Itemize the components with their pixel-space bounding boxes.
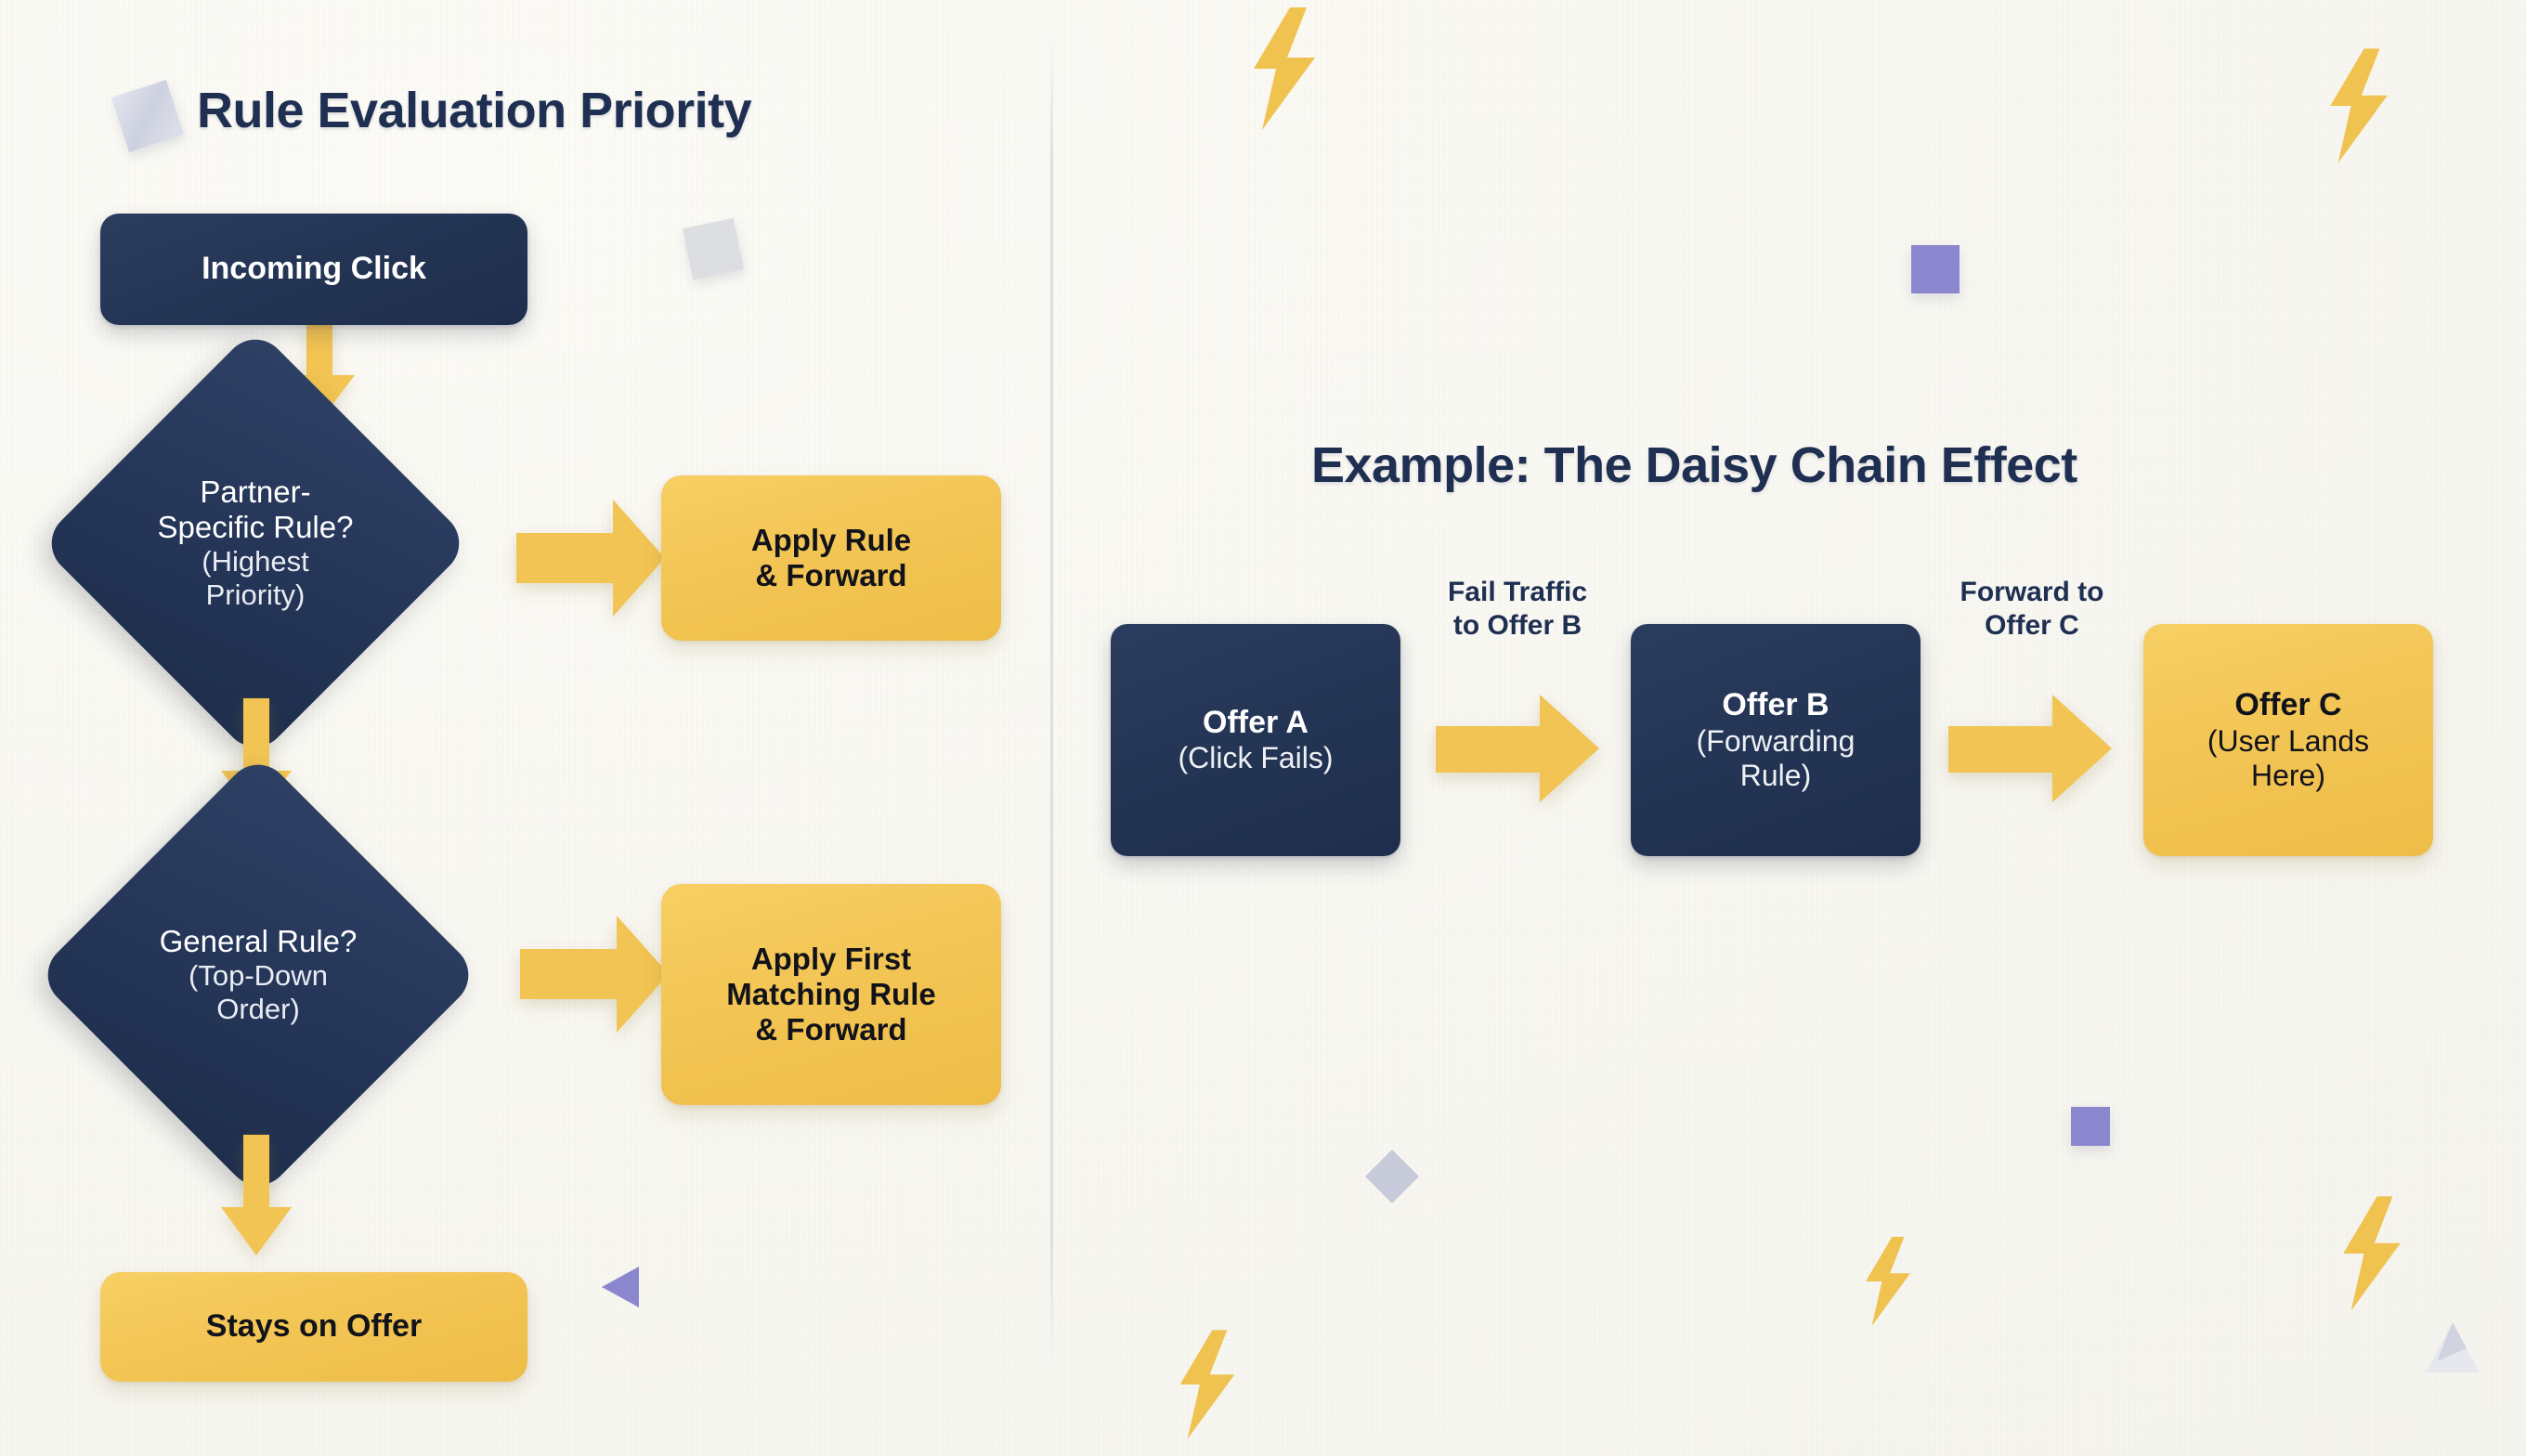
node-incoming-click-label: Incoming Click: [202, 251, 426, 287]
offer-c-line-3: Here): [2250, 758, 2325, 792]
partner-line-3: (Highest: [202, 545, 309, 578]
node-offer-a[interactable]: Offer A (Click Fails): [1111, 624, 1400, 856]
offer-c-line-1: Offer C: [2234, 687, 2342, 723]
node-partner-specific-rule[interactable]: Partner- Specific Rule? (Highest Priorit…: [38, 326, 473, 760]
general-line-2: (Top-Down: [189, 959, 328, 993]
panel-divider: [1050, 33, 1053, 1371]
decorative-triangle-gray: [2426, 1322, 2480, 1372]
offer-b-line-3: Rule): [1739, 758, 1812, 792]
node-apply-first-matching-rule[interactable]: Apply First Matching Rule & Forward: [661, 884, 1001, 1105]
node-stays-on-offer[interactable]: Stays on Offer: [100, 1272, 527, 1382]
left-panel-title: Rule Evaluation Priority: [197, 83, 752, 138]
node-general-rule-text: General Rule? (Top-Down Order): [100, 817, 416, 1133]
decorative-diamond-gray: [1365, 1150, 1419, 1203]
lightning-bolt-icon-5: [1179, 1330, 1235, 1439]
partner-line-1: Partner-: [200, 474, 311, 510]
apply-rule-line-1: Apply Rule: [750, 522, 912, 557]
apply-first-line-3: & Forward: [755, 1012, 907, 1047]
arrow-general-to-apply-first: [520, 916, 669, 1033]
edge-label-forward-to-offer-c: Forward to Offer C: [1960, 577, 2104, 641]
node-offer-b[interactable]: Offer B (Forwarding Rule): [1631, 624, 1921, 856]
decorative-square-light-2: [682, 217, 745, 280]
lightning-bolt-icon-4: [2343, 1196, 2401, 1311]
partner-line-2: Specific Rule?: [157, 510, 354, 545]
arrow-general-to-stays: [221, 1135, 292, 1255]
apply-first-line-1: Apply First: [750, 941, 912, 976]
arrow-partner-to-apply-rule: [516, 500, 665, 617]
apply-first-line-2: Matching Rule: [726, 976, 936, 1011]
decorative-square-purple-1: [1911, 245, 1960, 293]
node-general-rule[interactable]: General Rule? (Top-Down Order): [34, 751, 482, 1199]
partner-line-4: Priority): [205, 578, 306, 611]
lightning-bolt-icon-1: [1254, 7, 1315, 130]
apply-rule-line-2: & Forward: [755, 558, 907, 592]
edge-label-fail-traffic: Fail Traffic to Offer B: [1447, 577, 1588, 641]
decorative-square-purple-2: [2071, 1107, 2110, 1146]
offer-c-line-2: (User Lands: [2207, 723, 2370, 758]
node-partner-specific-rule-text: Partner- Specific Rule? (Highest Priorit…: [102, 390, 409, 696]
node-stays-on-offer-label: Stays on Offer: [205, 1308, 423, 1345]
decorative-triangle-purple: [602, 1267, 639, 1307]
offer-b-line-1: Offer B: [1722, 687, 1829, 723]
lightning-bolt-icon-2: [2330, 48, 2388, 163]
general-line-3: Order): [216, 992, 300, 1025]
general-line-1: General Rule?: [159, 924, 358, 959]
node-incoming-click[interactable]: Incoming Click: [100, 214, 527, 325]
offer-a-line-1: Offer A: [1203, 704, 1309, 740]
arrow-offer-a-to-offer-b: [1436, 695, 1599, 802]
right-panel-title: Example: The Daisy Chain Effect: [1311, 437, 2077, 493]
lightning-bolt-icon-3: [1866, 1237, 1910, 1326]
offer-a-line-2: (Click Fails): [1178, 741, 1334, 775]
node-apply-rule-forward[interactable]: Apply Rule & Forward: [661, 475, 1001, 641]
offer-b-line-2: (Forwarding: [1696, 723, 1855, 758]
node-offer-c[interactable]: Offer C (User Lands Here): [2143, 624, 2433, 856]
decorative-square-light-1: [111, 79, 185, 153]
arrow-offer-b-to-offer-c: [1948, 695, 2112, 802]
